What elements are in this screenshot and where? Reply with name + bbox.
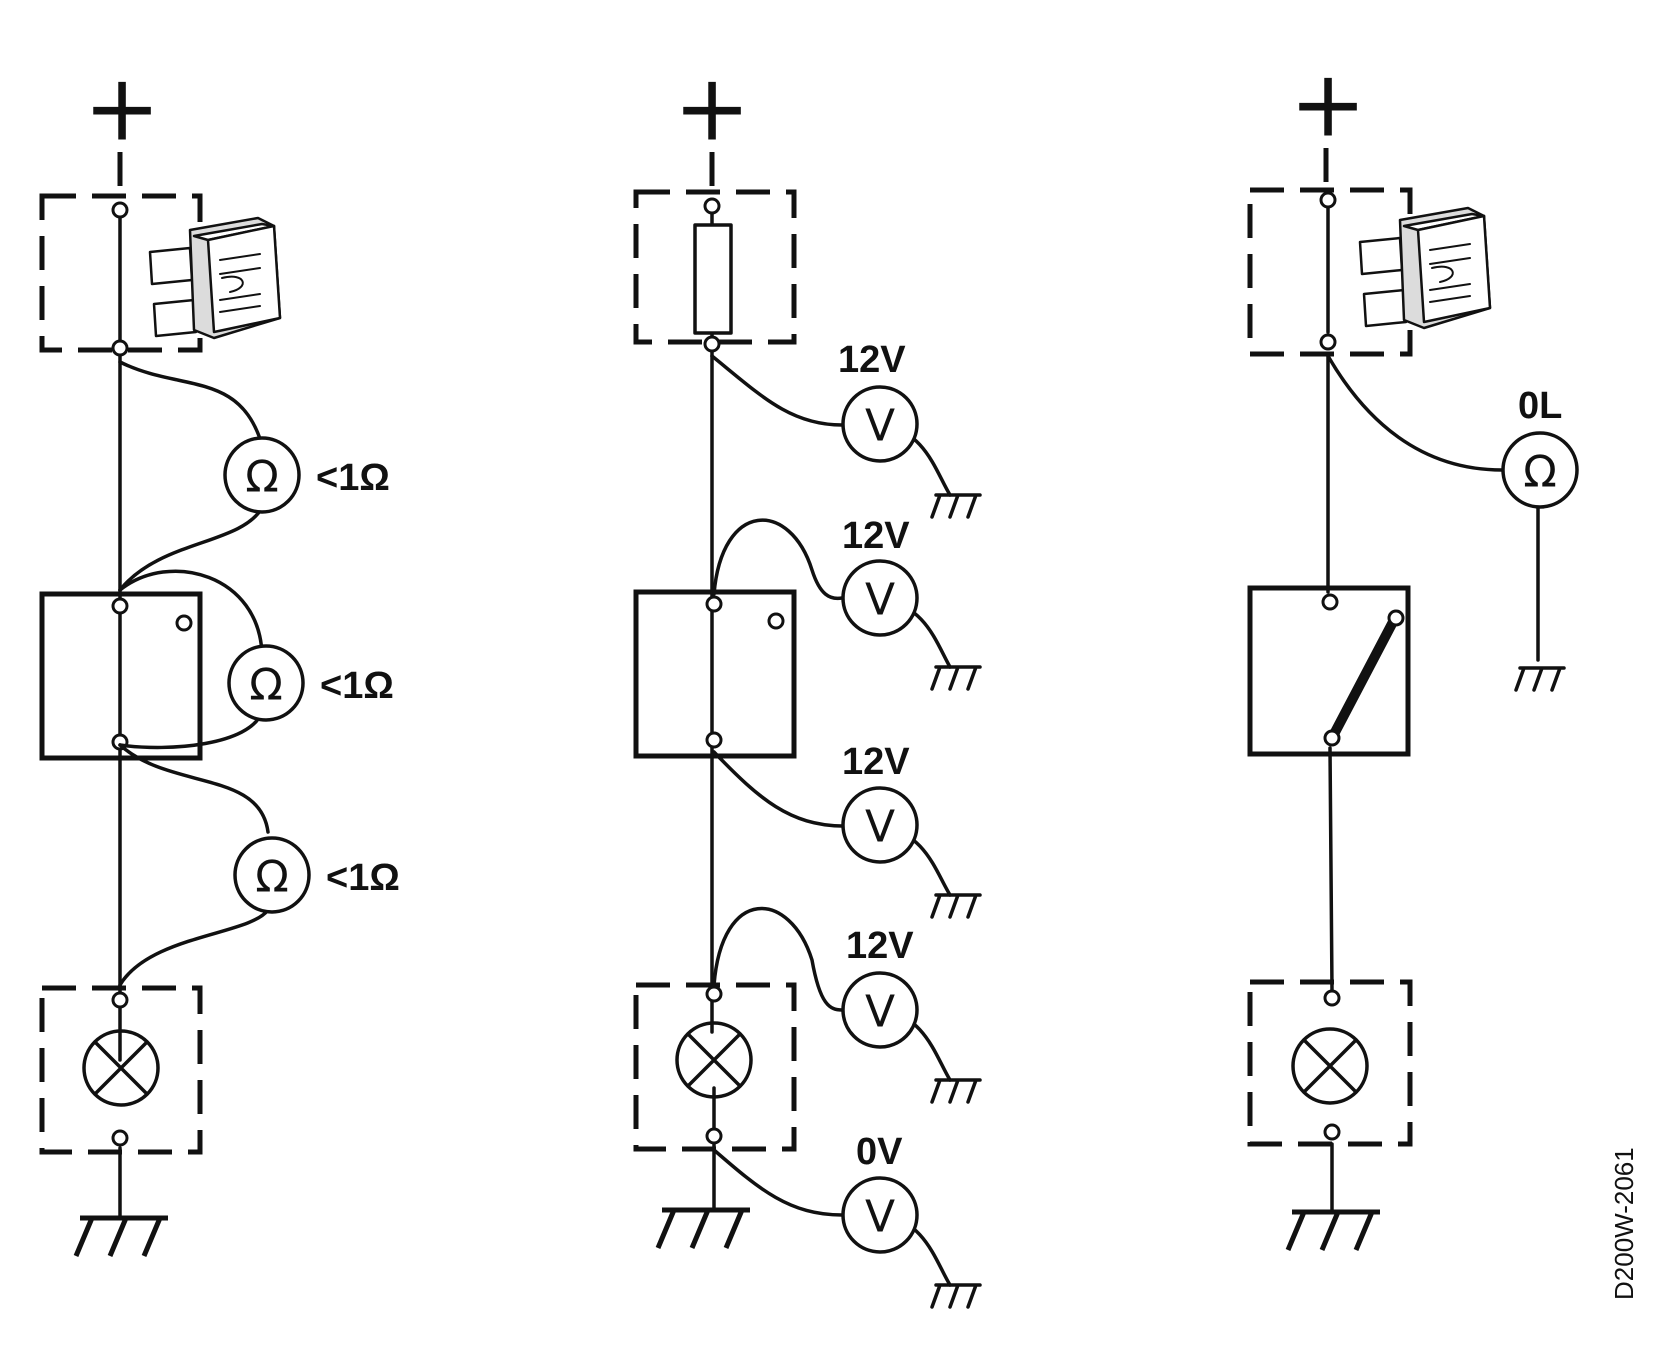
svg-text:Ω: Ω xyxy=(249,660,283,711)
fuse-icon xyxy=(1358,206,1492,330)
ground-icon xyxy=(76,1218,168,1256)
drawing-code-label: D200W-2061 xyxy=(1609,1147,1639,1300)
positive-terminal-symbol: + xyxy=(1289,51,1366,158)
circuit-open: + Ω 0L xyxy=(1247,51,1579,1251)
voltmeter-5: V 0V xyxy=(841,1131,982,1309)
svg-text:V: V xyxy=(865,401,895,452)
reading-3: 12V xyxy=(842,741,910,783)
positive-terminal-symbol: + xyxy=(673,55,750,162)
reading-3: <1Ω xyxy=(326,857,400,899)
svg-text:V: V xyxy=(865,802,895,853)
switch-box xyxy=(1247,585,1411,757)
ohmmeter-open: Ω 0L xyxy=(1501,385,1579,692)
voltmeter-4: V 12V xyxy=(841,925,982,1104)
ground-icon xyxy=(1288,1212,1380,1250)
fuse-box xyxy=(1247,187,1413,357)
resistor-icon xyxy=(693,223,733,335)
voltmeter-3: V 12V xyxy=(841,741,982,919)
circuit-continuity: + Ω <1Ω xyxy=(39,55,400,1257)
reading-open: 0L xyxy=(1518,385,1562,427)
fuse-icon xyxy=(148,216,282,340)
voltmeter-1: V 12V xyxy=(838,339,982,519)
lamp-box xyxy=(1247,979,1413,1147)
reading-2: <1Ω xyxy=(320,665,394,707)
reading-1: 12V xyxy=(838,339,906,381)
switch-blade xyxy=(1327,615,1399,743)
lamp-icon xyxy=(1291,1027,1369,1105)
reading-2: 12V xyxy=(842,515,910,557)
svg-text:Ω: Ω xyxy=(245,452,279,503)
circuit-voltage: + V 12V xyxy=(633,55,982,1309)
svg-text:Ω: Ω xyxy=(255,852,289,903)
ohmmeter-2: Ω <1Ω xyxy=(227,644,394,722)
ohmmeter-3: Ω <1Ω xyxy=(233,836,400,914)
svg-text:Ω: Ω xyxy=(1523,447,1557,498)
voltmeter-2: V 12V xyxy=(841,515,982,691)
reading-4: 12V xyxy=(846,925,914,967)
svg-text:V: V xyxy=(865,575,895,626)
svg-text:V: V xyxy=(865,987,895,1038)
positive-terminal-symbol: + xyxy=(83,55,160,162)
reading-1: <1Ω xyxy=(316,457,390,499)
ground-icon xyxy=(658,1210,750,1248)
ohmmeter-1: Ω <1Ω xyxy=(223,436,390,514)
lamp-icon xyxy=(675,1021,753,1099)
fuse-box xyxy=(633,189,797,345)
fuse-box xyxy=(39,193,203,353)
reading-5: 0V xyxy=(856,1131,903,1173)
svg-text:V: V xyxy=(865,1192,895,1243)
